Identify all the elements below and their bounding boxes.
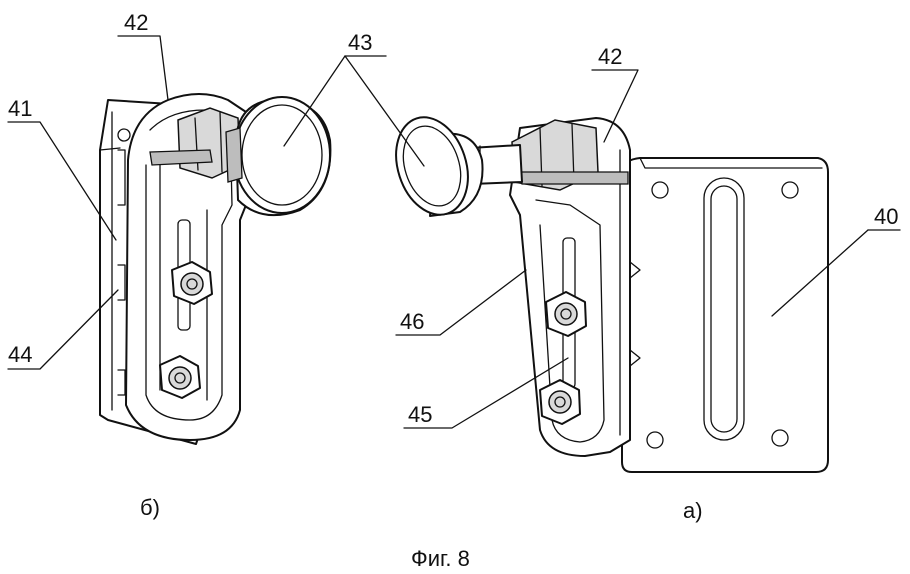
nut-lower-left	[159, 355, 201, 399]
plate-40	[621, 157, 829, 473]
nut-upper-right	[545, 291, 587, 337]
view-label-left: б)	[140, 495, 160, 520]
label-46: 46	[400, 309, 424, 334]
knob-43-left	[225, 96, 332, 217]
view-label-right: a)	[683, 498, 703, 523]
leader-lines	[7, 35, 901, 429]
label-42-left: 42	[124, 10, 148, 35]
nut-lower-right	[539, 379, 581, 425]
label-43: 43	[348, 30, 372, 55]
knob-43-right	[395, 116, 523, 217]
part-labels: 42 41 44 43 42 40 46 45	[8, 10, 898, 427]
label-44: 44	[8, 342, 32, 367]
right-assembly	[395, 116, 829, 473]
view-labels: б) a)	[140, 495, 703, 523]
bracket-42-right	[509, 117, 631, 457]
label-45: 45	[408, 402, 432, 427]
label-42-right: 42	[598, 44, 622, 69]
nut-upper-left	[171, 261, 213, 305]
label-40: 40	[874, 204, 898, 229]
left-assembly	[99, 93, 332, 445]
figure-caption: Фиг. 8	[411, 546, 470, 571]
label-41: 41	[8, 96, 32, 121]
